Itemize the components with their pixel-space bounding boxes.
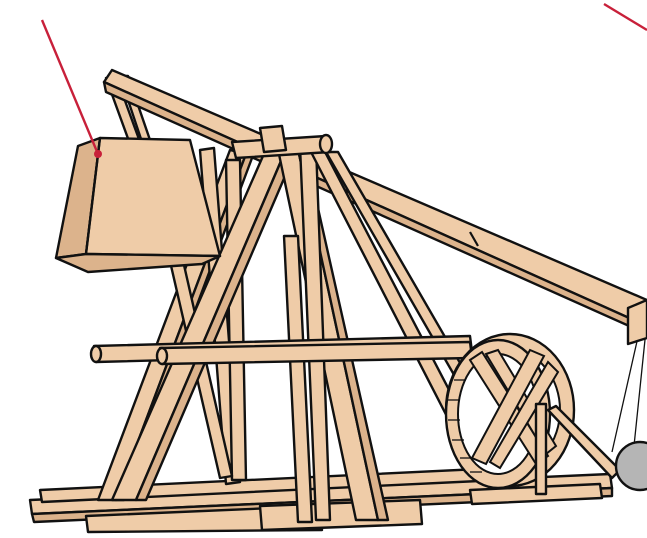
leader-dot-counterweight	[94, 150, 102, 158]
sling	[612, 300, 647, 452]
winch-wheel	[446, 334, 620, 494]
leader-line-counterweight	[42, 20, 98, 154]
leader-line-right	[604, 4, 647, 30]
projectile-icon	[616, 442, 647, 490]
counterweight-box	[56, 138, 220, 272]
mid-beam	[91, 336, 472, 364]
